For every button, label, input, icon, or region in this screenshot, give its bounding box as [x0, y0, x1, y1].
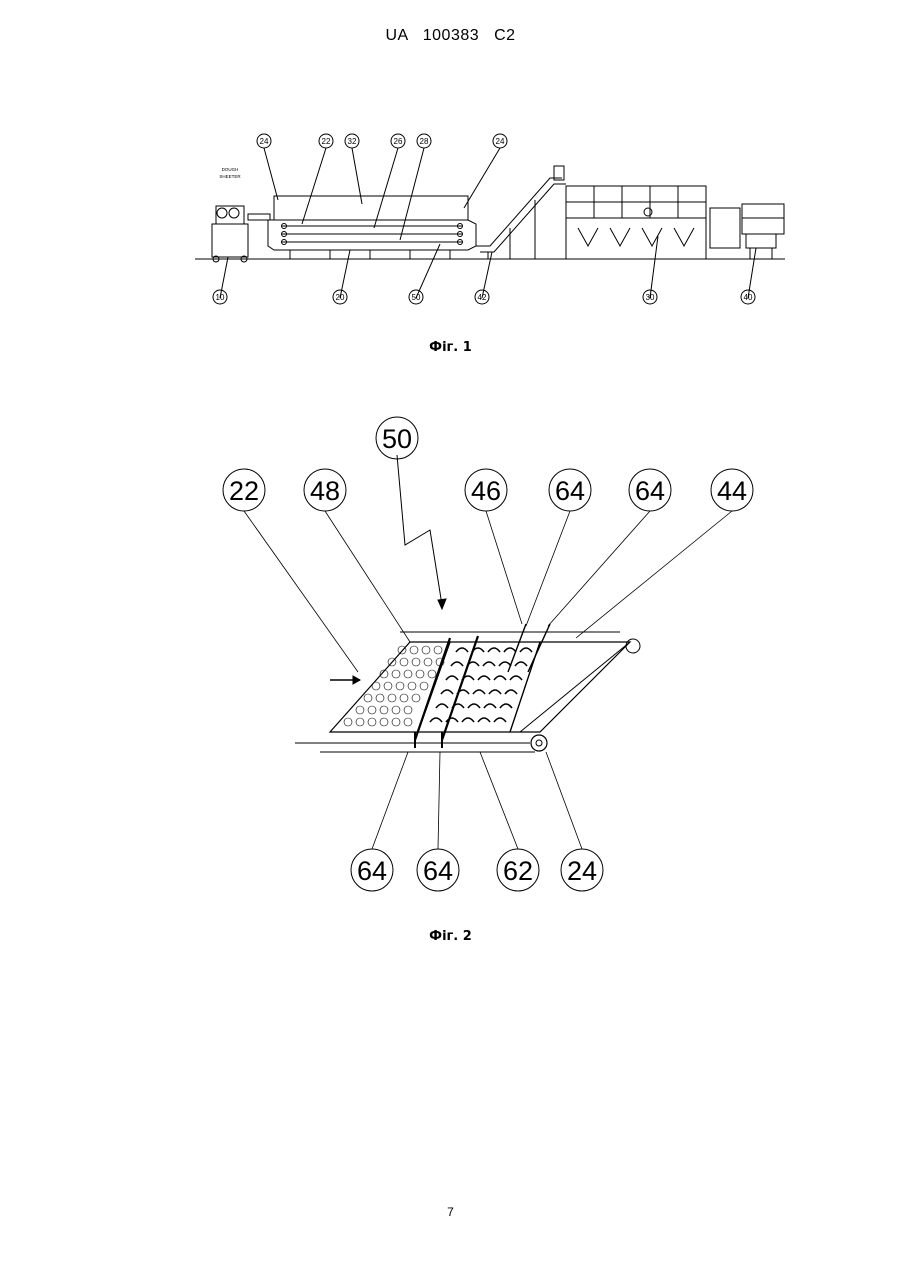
fig2-label-bottom-0: 64 [357, 856, 387, 886]
fryer-unit [268, 196, 476, 259]
guide-bar [442, 636, 478, 740]
figure-1-production-line: 24 22 32 26 28 24 10 20 50 42 30 40 DOUG… [190, 128, 790, 313]
fig1-label-bottom-2: 50 [412, 293, 421, 302]
fig2-label-top-6: 44 [717, 476, 747, 506]
guide-bar [415, 638, 450, 740]
fig1-label-top-1: 22 [322, 137, 331, 146]
dough-label-line1: DOUGH [222, 167, 239, 172]
fig1-label-top-0: 24 [260, 137, 269, 146]
fig2-label-top-1: 22 [229, 476, 259, 506]
fig2-label-top-4: 64 [555, 476, 585, 506]
fig1-label-bottom-0: 10 [216, 293, 225, 302]
fig2-label-top-2: 48 [310, 476, 340, 506]
fig1-label-top-5: 24 [496, 137, 505, 146]
output-belt [510, 642, 630, 732]
fig1-label-bottom-1: 20 [336, 293, 345, 302]
dough-sheeter-machine [212, 206, 270, 262]
fig2-label-bottom-1: 64 [423, 856, 453, 886]
zigzag-arrow [397, 455, 442, 605]
figure-2-conveyor-detail: 50 22 48 46 64 64 44 64 64 62 24 [210, 410, 770, 900]
roller [531, 735, 547, 751]
input-belt [330, 642, 450, 732]
dough-pieces-pattern [344, 646, 444, 726]
fig1-label-bottom-4: 30 [646, 293, 655, 302]
processing-section [566, 186, 706, 259]
page-number: 7 [0, 1205, 901, 1219]
figure-1-caption: Фіг. 1 [0, 340, 901, 355]
fig2-label-top-0: 50 [382, 424, 412, 454]
fig1-label-bottom-3: 42 [478, 293, 487, 302]
figure-2-caption: Фіг. 2 [0, 929, 901, 944]
fig2-label-top-5: 64 [635, 476, 665, 506]
inclined-conveyor [476, 166, 566, 259]
guide-bar [528, 624, 550, 672]
fig2-label-top-3: 46 [471, 476, 501, 506]
fig1-leader-lines [220, 148, 756, 298]
fig2-label-bottom-3: 24 [567, 856, 597, 886]
fig1-label-top-3: 26 [394, 137, 403, 146]
patent-header: UA 100383 C2 [0, 27, 901, 45]
fig1-label-top-2: 32 [348, 137, 357, 146]
packaging-section [710, 204, 784, 259]
fig1-label-top-4: 28 [420, 137, 429, 146]
dough-label-line2: SHEETER [219, 174, 241, 179]
fig2-label-bottom-2: 62 [503, 856, 533, 886]
fig1-label-bottom-5: 40 [744, 293, 753, 302]
